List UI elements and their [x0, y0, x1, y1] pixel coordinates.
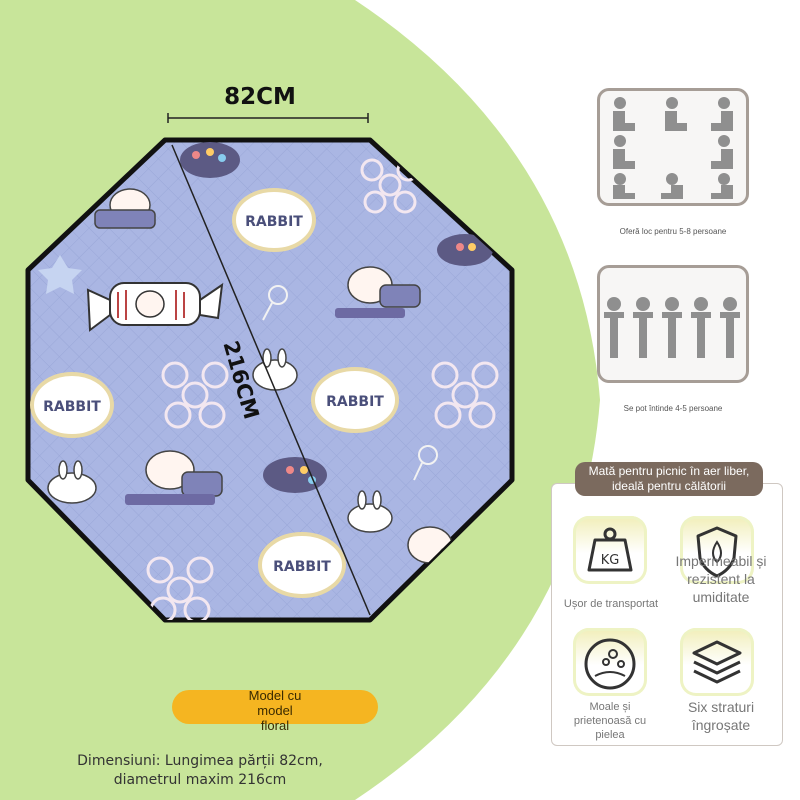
- lollipop-icon: [262, 285, 438, 481]
- pattern-badge-text: Model cu model floral: [248, 688, 302, 733]
- seating-capacity-caption: Oferă loc pentru 5-8 persoane: [619, 227, 727, 236]
- rabbit-print-text: RABBIT: [273, 559, 331, 575]
- seated-people-icon: [613, 97, 733, 199]
- dimensions-description: Dimensiuni: Lungimea părții 82cm, diamet…: [77, 753, 323, 788]
- rabbit-speech-bubble: RABBIT: [232, 188, 316, 252]
- feature-layers: [680, 628, 754, 696]
- rabbit-print-text: RABBIT: [43, 399, 101, 415]
- bunny-character-icon: [94, 188, 481, 571]
- candy-icon: [86, 282, 224, 332]
- kg-weight-icon: KG: [587, 527, 633, 572]
- seating-capacity-panel: [597, 88, 749, 206]
- side-length-label: 82CM: [224, 84, 296, 110]
- pattern-badge: [172, 690, 378, 724]
- lying-capacity-panel: [597, 265, 749, 383]
- feature-lightweight: KG: [573, 516, 647, 584]
- feature-soft: [573, 628, 647, 696]
- feature-layers-label: Six straturi îngroșate: [687, 699, 755, 733]
- waterproof-shield-icon: [696, 526, 738, 578]
- rabbit-speech-bubble: RABBIT: [30, 372, 114, 438]
- lying-capacity-caption: Se pot întinde 4-5 persoane: [623, 404, 723, 413]
- feature-lightweight-label: Ușor de transportat: [563, 598, 659, 610]
- rabbit-print-text: RABBIT: [326, 394, 384, 410]
- features-title: Mată pentru picnic în aer liber, ideală …: [575, 462, 763, 496]
- rabbit-speech-bubble: RABBIT: [258, 532, 346, 598]
- layers-icon: [692, 640, 742, 684]
- rabbit-print-text: RABBIT: [245, 214, 303, 230]
- feature-soft-label: Moale și prietenoasă cu pielea: [573, 701, 647, 741]
- lying-people-icon: [604, 297, 740, 358]
- star-shape: [38, 255, 82, 294]
- soft-bubbles-icon: [584, 638, 636, 690]
- rabbit-speech-bubble: RABBIT: [311, 367, 399, 433]
- kg-icon-text: KG: [601, 553, 620, 568]
- paint-palette-icon: [180, 142, 493, 493]
- feature-waterproof: [680, 516, 754, 584]
- flower-outline-icon: [146, 158, 499, 620]
- feature-waterproof-label: Impermeabil și rezistent la umiditate: [675, 553, 767, 605]
- diameter-dimension-line: [171, 144, 371, 616]
